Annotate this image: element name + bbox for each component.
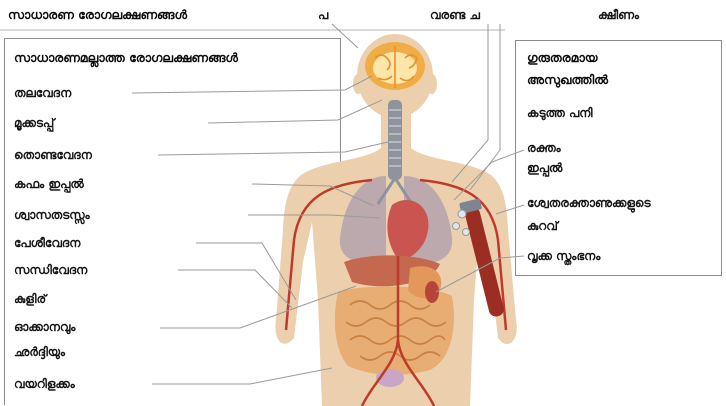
- brain: [365, 42, 425, 90]
- white-blood-cell: [453, 223, 460, 230]
- severe-symptom-low-wbc-line-2: കുറവ്: [527, 218, 558, 234]
- common-symptom-fever: പ: [318, 7, 328, 23]
- uncommon-symptoms-list: സാധാരണമല്ലാത്ത രോഗലക്ഷണങ്ങൾ തലവേദന മൂക്ക…: [4, 38, 341, 405]
- trachea: [388, 100, 402, 180]
- uncommon-symptoms-title: സാധാരണമല്ലാത്ത രോഗലക്ഷണങ്ങൾ: [14, 50, 238, 66]
- severe-symptom-coughing-blood-line-2: ഇപ്പൽ: [527, 160, 562, 176]
- symptom-sore-throat: തൊണ്ടവേദന: [14, 147, 92, 163]
- severe-symptoms-list: ഗുരുതരമായ അസുഖത്തിൽ കടുത്ത പനി രക്തം ഇപ്…: [515, 40, 722, 276]
- symptom-joint-pain: സന്ധിവേദന: [14, 262, 87, 278]
- symptom-nausea: ഓക്കാനവും: [14, 319, 75, 335]
- common-symptoms-title: സാധാരണ രോഗലക്ഷണങ്ങൾ: [8, 7, 187, 23]
- symptom-muscle-pain: പേശീവേദന: [14, 235, 80, 251]
- common-symptoms-header: സാധാരണ രോഗലക്ഷണങ്ങൾ പ വരണ്ട ച ക്ഷീണം: [0, 0, 726, 30]
- white-blood-cell: [463, 229, 470, 236]
- leader-line-dry-cough: [452, 24, 488, 182]
- symptom-shortness-of-breath: ശ്വാസതടസ്സം: [14, 207, 90, 223]
- symptom-vomiting: ഛർദ്ദിയും: [14, 344, 65, 360]
- severe-symptom-low-wbc-line-1: ശ്വേതരക്താണുക്കളുടെ: [527, 195, 651, 211]
- severe-symptom-high-fever: കടുത്ത പനി: [527, 105, 592, 121]
- severe-symptom-kidney-failure: വൃക്ക സ്തംഭനം: [527, 248, 600, 264]
- white-blood-cell: [458, 210, 466, 218]
- common-symptom-dry-cough: വരണ്ട ച: [430, 7, 480, 23]
- severe-title-line-1: ഗുരുതരമായ: [527, 50, 598, 66]
- symptom-sputum: കഫം ഇപ്പൽ: [14, 176, 84, 192]
- common-symptom-fatigue: ക്ഷീണം: [598, 7, 639, 23]
- symptom-chills: കുളിര്: [14, 291, 46, 307]
- severe-symptom-coughing-blood-line-1: രക്തം: [527, 140, 561, 156]
- symptom-nasal-congestion: മൂക്കടപ്പ്: [14, 115, 54, 131]
- trachea-tube: [388, 100, 402, 180]
- severe-title-line-2: അസുഖത്തിൽ: [527, 72, 608, 88]
- leader-line-fatigue: [470, 24, 500, 190]
- symptom-diarrhea: വയറിളക്കം: [14, 376, 75, 392]
- symptom-headache: തലവേദന: [14, 85, 71, 101]
